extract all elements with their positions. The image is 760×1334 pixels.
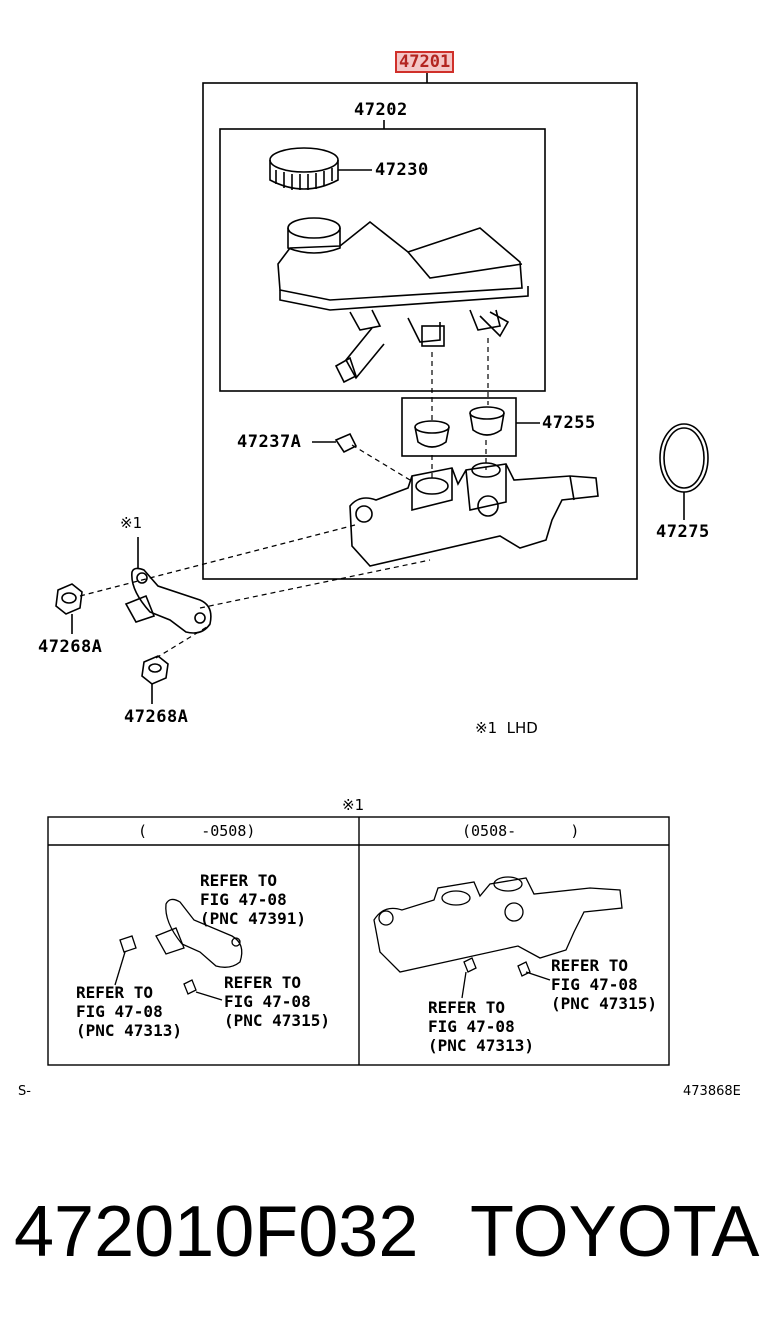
table-left-bracket xyxy=(114,898,243,1001)
table-mark: ※1 xyxy=(342,796,365,814)
grommet-label: 47255 xyxy=(542,413,596,433)
left-ref-47391[interactable]: REFER TO FIG 47-08 (PNC 47391) xyxy=(200,871,306,928)
left-ref-47313[interactable]: REFER TO FIG 47-08 (PNC 47313) xyxy=(76,983,182,1040)
cap-label: 47230 xyxy=(375,160,429,180)
o-ring xyxy=(659,423,709,493)
plug xyxy=(312,432,358,454)
reservoir-frame xyxy=(219,128,546,392)
right-ref-47313[interactable]: REFER TO FIG 47-08 (PNC 47313) xyxy=(428,998,534,1055)
grommet-right xyxy=(469,406,505,436)
nut-left-label: 47268A xyxy=(38,637,103,657)
nut-bottom xyxy=(141,655,169,704)
grommet-left xyxy=(414,420,450,448)
right-ref-47315[interactable]: REFER TO FIG 47-08 (PNC 47315) xyxy=(551,956,657,1013)
grommet-frame xyxy=(401,397,517,457)
part-number: 472010F032 xyxy=(14,1192,419,1272)
master-cylinder xyxy=(349,462,599,567)
reservoir-label: 47202 xyxy=(354,100,408,120)
plug-label: 47237A xyxy=(237,432,302,452)
footer-right: 473868E xyxy=(683,1084,741,1099)
table-header-right: (0508- ) xyxy=(462,822,580,840)
reservoir-cap xyxy=(269,147,372,190)
bracket-mark: ※1 xyxy=(120,514,143,532)
nut-bottom-label: 47268A xyxy=(124,707,189,727)
reservoir-body xyxy=(277,217,529,384)
assembly-frame xyxy=(202,82,638,580)
nut-left xyxy=(55,583,83,634)
table-right-cylinder xyxy=(373,876,623,999)
lhd-note: ※1 LHD xyxy=(475,719,538,737)
left-ref-47315[interactable]: REFER TO FIG 47-08 (PNC 47315) xyxy=(224,973,330,1030)
footer-left: S- xyxy=(18,1084,31,1099)
oring-label: 47275 xyxy=(656,522,710,542)
brand-name: TOYOTA xyxy=(470,1192,760,1272)
table-header-left: ( -0508) xyxy=(138,822,256,840)
main-part-label[interactable]: 47201 xyxy=(395,51,455,73)
bracket xyxy=(124,537,212,634)
